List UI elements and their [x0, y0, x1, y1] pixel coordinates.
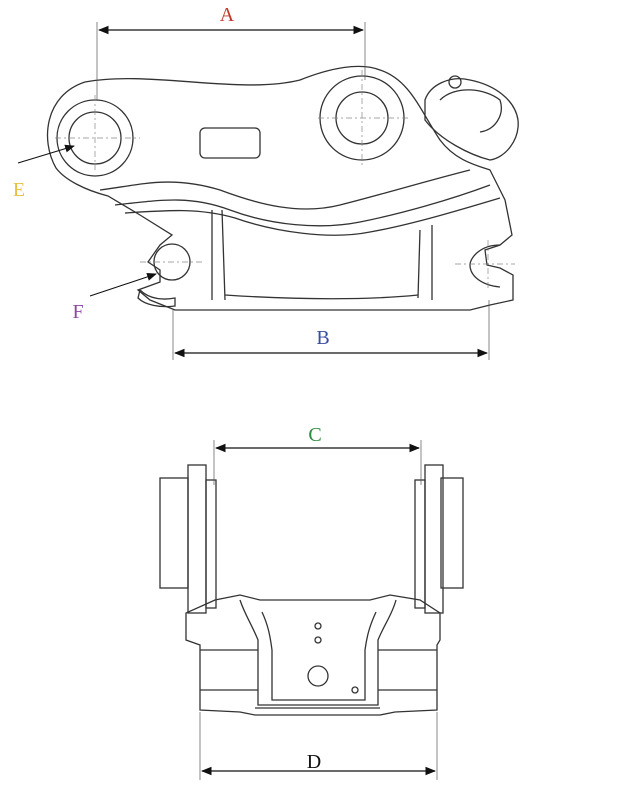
- right-inner-plate: [424, 464, 444, 614]
- leader-e: [17, 144, 75, 164]
- leader-f: [89, 273, 157, 297]
- bolt-hole-1: [314, 622, 322, 630]
- rear-jaw: [469, 244, 501, 288]
- right-outer-plate: [440, 477, 464, 589]
- front-center-channel: [239, 599, 397, 706]
- side-inner-curve-mid: [114, 184, 491, 227]
- side-view: [46, 65, 519, 311]
- label-c: C: [308, 424, 321, 446]
- front-jaw: [137, 288, 176, 308]
- side-extension-lines: [96, 22, 490, 360]
- left-outer-plate: [159, 477, 189, 589]
- label-b: B: [316, 327, 329, 349]
- left-inner-plate: [187, 464, 207, 614]
- side-panel-line-3: [417, 229, 421, 299]
- side-center-lines: [55, 70, 515, 290]
- side-inner-curve-top: [99, 169, 471, 210]
- side-slot: [199, 127, 261, 159]
- side-inner-curve-low: [124, 197, 501, 236]
- label-a: A: [220, 4, 235, 26]
- bolt-hole-3: [351, 686, 359, 694]
- label-d: D: [307, 751, 321, 773]
- latch-hook: [439, 89, 502, 133]
- latch-housing: [424, 78, 519, 161]
- left-web-plate: [205, 479, 217, 609]
- right-web-plate: [414, 479, 426, 609]
- side-body-outline: [46, 65, 514, 311]
- front-extension-lines: [199, 440, 438, 780]
- bolt-hole-2: [314, 636, 322, 644]
- center-bore: [307, 665, 329, 687]
- front-center-channel-inner: [261, 611, 377, 701]
- latch-pivot: [448, 75, 462, 89]
- label-e: E: [13, 179, 25, 201]
- label-f: F: [72, 301, 83, 323]
- front-view: [159, 464, 464, 716]
- front-lower-body: [185, 594, 441, 716]
- side-floor-line: [224, 294, 419, 300]
- side-panel-line-2: [221, 209, 226, 301]
